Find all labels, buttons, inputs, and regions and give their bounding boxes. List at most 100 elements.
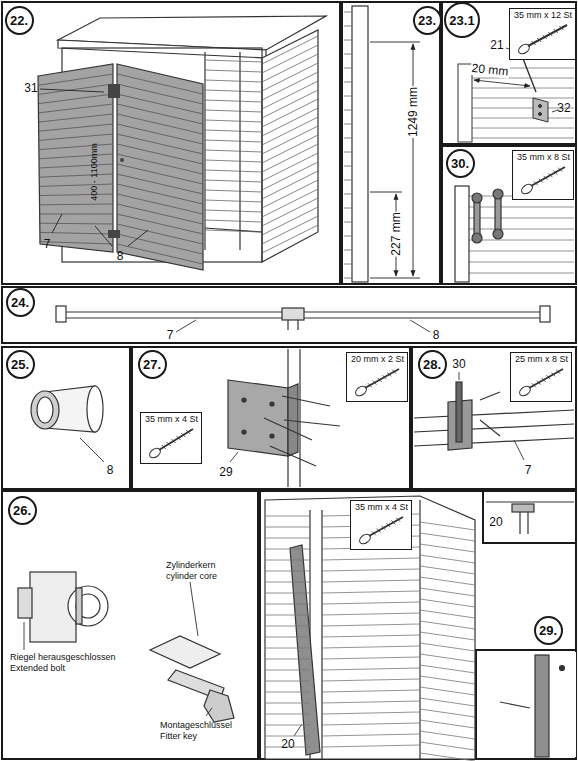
latch-30 [414,438,574,446]
shed-slats [205,160,262,162]
shed-slats [205,36,318,253]
shed-slats [420,643,475,651]
wall-slats [344,26,352,27]
shed-slats [205,120,262,122]
wall-slats [472,78,574,79]
callout-number: 8 [117,250,124,263]
top-view [540,306,550,322]
handles [472,233,482,243]
wall-slats [344,180,352,181]
door-slats [117,204,203,224]
shed-slats [420,665,475,673]
door-slats [39,204,113,206]
wall-slats [469,207,574,208]
shed-slats [322,745,420,747]
top-view [287,320,288,330]
callout-number: 31 [24,82,37,95]
lock [18,572,234,722]
wall-slats [344,264,352,265]
shed-slats [265,725,310,726]
plate-29 [270,402,274,406]
shed-slats [322,734,420,736]
step-label: 23. [418,14,436,27]
shed-slats [205,70,262,72]
door-slats [39,134,113,140]
shed [58,40,266,58]
screw-box: 20 mm x 2 St [346,352,408,402]
shed-slats [262,171,318,199]
door-slats [117,114,203,134]
shed-slats [262,99,318,127]
shed-slats [420,544,475,552]
cylinder-ring [31,386,104,462]
plate-29 [242,398,246,402]
wall-slats [344,166,352,167]
screw-thread [176,436,180,440]
panel-frames [260,491,576,759]
shed-slats [322,635,420,637]
door-slats [117,194,203,214]
screw-thread [167,442,171,446]
wall-slats [469,196,574,273]
shed-slats [265,692,310,693]
bracket-20 [560,666,565,671]
door-slats [117,134,203,154]
door-slats [39,194,113,196]
latch-30 [480,392,500,400]
wall-slats [344,40,352,41]
shed-slats [262,63,318,91]
top-view [176,320,196,332]
leader-lines [128,230,148,246]
shed-slats [205,170,262,172]
shed-slats [322,602,420,604]
screw-thread [396,518,400,522]
door-slats [117,84,203,104]
wall-slats [344,250,352,251]
wall-slats [344,54,352,55]
screw-box: 35 mm x 4 St [350,500,412,550]
panel-frames [442,2,576,144]
screw-thread [392,370,396,374]
wall-slats [472,98,574,99]
note: Montageschlüssel [160,721,232,730]
dimension: 20 mm [470,62,510,79]
plate-29 [284,420,340,426]
shed-slats [322,723,420,725]
panel-frames [2,491,258,759]
post [352,6,368,282]
shed-slats [205,180,262,182]
door-slats [39,114,113,122]
shed-slats [420,709,475,717]
shed-front [321,510,322,759]
screw-icon [148,429,193,460]
step-label: 29. [539,624,557,637]
screw-shaft [528,25,567,46]
plate-29 [270,446,316,466]
door-slats [39,214,113,215]
step-label: 27. [143,358,161,371]
lock [24,622,25,650]
screw-thread [378,378,382,382]
step-number: 26. [8,496,37,525]
screw-thread [532,383,536,387]
screw-thread [532,41,536,45]
dimension-lines [370,192,402,193]
door-slats [117,164,203,184]
panel-frames [342,2,440,284]
shed-slats [420,610,475,618]
screw-icon [358,517,403,546]
hinge-31 [108,84,120,98]
note: Extended bolt [10,664,65,673]
wall-slats [469,262,574,263]
screw-thread [556,370,560,374]
shed-slats [420,632,475,640]
screw-thread [373,381,377,385]
step-number: 23.1 [444,2,480,38]
panel-frames [2,287,576,343]
plate-29 [299,349,300,487]
dimension-lines [370,42,420,278]
shed-slats [420,522,475,530]
lock [150,636,220,668]
